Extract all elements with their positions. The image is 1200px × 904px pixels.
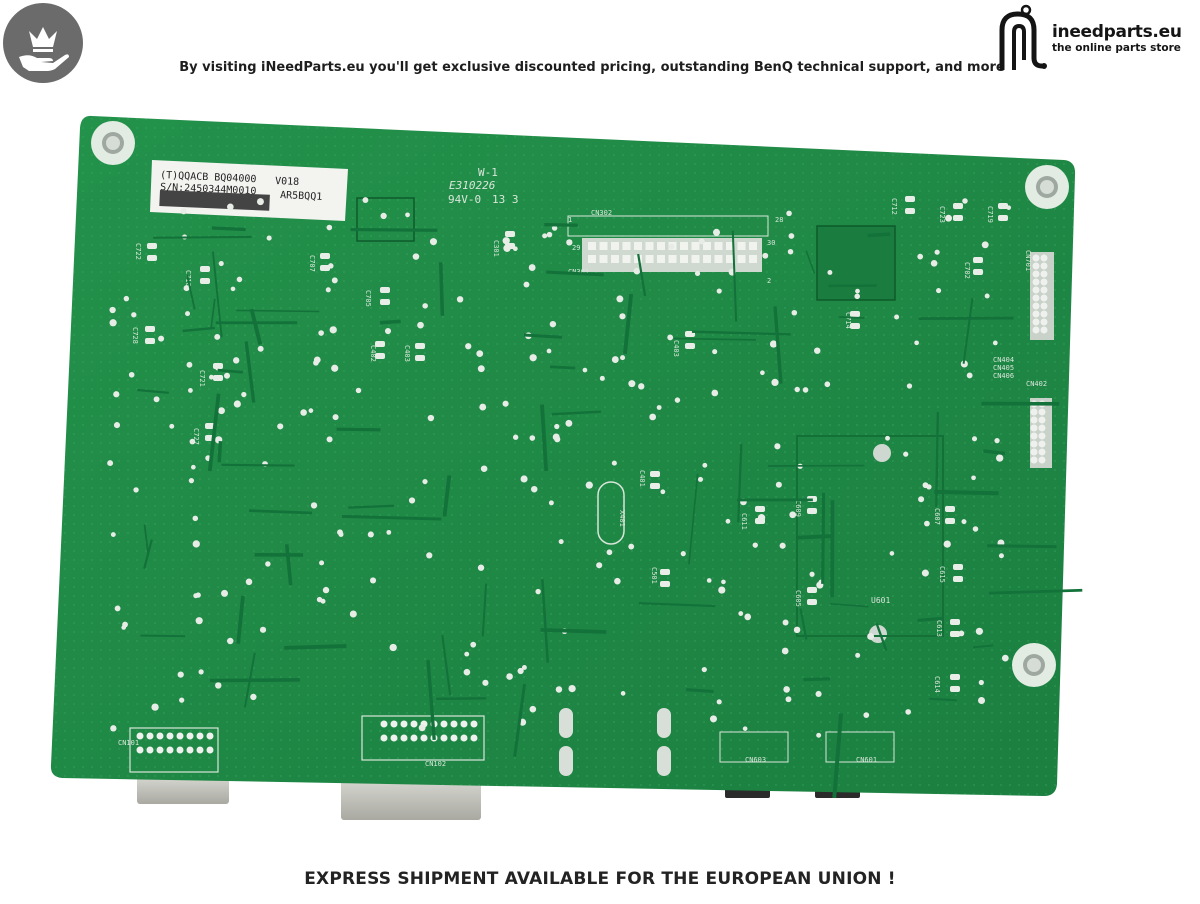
label-pin30: 30	[767, 239, 775, 247]
bottom-shipping-text: EXPRESS SHIPMENT AVAILABLE FOR THE EUROP…	[304, 869, 896, 889]
label-c707: C707	[308, 255, 316, 272]
label-c719: C719	[986, 206, 994, 223]
label-cn302: CN302	[591, 209, 612, 217]
label-pin2: 2	[767, 277, 771, 285]
label-c403b: C403	[672, 340, 680, 357]
label-c301: C301	[492, 240, 500, 257]
label-cn603: CN603	[745, 756, 766, 764]
label-c607: C607	[933, 508, 941, 525]
ic-footprint-2	[817, 226, 895, 300]
label-c605: C605	[794, 590, 802, 607]
label-cn102: CN102	[425, 760, 446, 768]
label-c613: C613	[935, 620, 943, 637]
label-c615: C615	[938, 566, 946, 583]
sticker-code: AR5BQQ1	[280, 190, 323, 203]
label-c722: C722	[134, 243, 142, 260]
date-code: 13 3	[492, 193, 519, 206]
label-cn101: CN101	[118, 739, 139, 747]
label-cn701: CN701	[1024, 250, 1032, 271]
bottom-shipping-banner: EXPRESS SHIPMENT AVAILABLE FOR THE EUROP…	[0, 869, 1200, 889]
label-x401: X401	[618, 510, 626, 527]
flame-rating: 94V-0	[448, 193, 481, 206]
label-c728: C728	[131, 327, 139, 344]
label-c721: C721	[198, 370, 206, 387]
label-cn405: CN405	[993, 364, 1014, 372]
ul-mark: W-1	[478, 166, 498, 179]
label-cn402: CN402	[1026, 380, 1047, 388]
label-pin1: 1	[568, 216, 572, 224]
label-c705: C705	[364, 290, 372, 307]
label-c611: C611	[740, 513, 748, 530]
label-pin29: 29	[572, 244, 580, 252]
label-cn406: CN406	[993, 372, 1014, 380]
label-c712: C712	[890, 198, 898, 215]
label-cn601: CN601	[856, 756, 877, 764]
label-c702: C702	[963, 262, 971, 279]
label-cn404: CN404	[993, 356, 1014, 364]
label-c614: C614	[933, 676, 941, 693]
label-c401: C401	[638, 470, 646, 487]
label-c403: C403	[403, 345, 411, 362]
label-c723: C723	[938, 206, 946, 223]
label-pin28: 28	[775, 216, 783, 224]
label-c501: C501	[650, 567, 658, 584]
label-u601: U601	[871, 596, 890, 605]
ul-number: E310226	[449, 179, 496, 192]
sticker-version: V018	[275, 176, 300, 188]
